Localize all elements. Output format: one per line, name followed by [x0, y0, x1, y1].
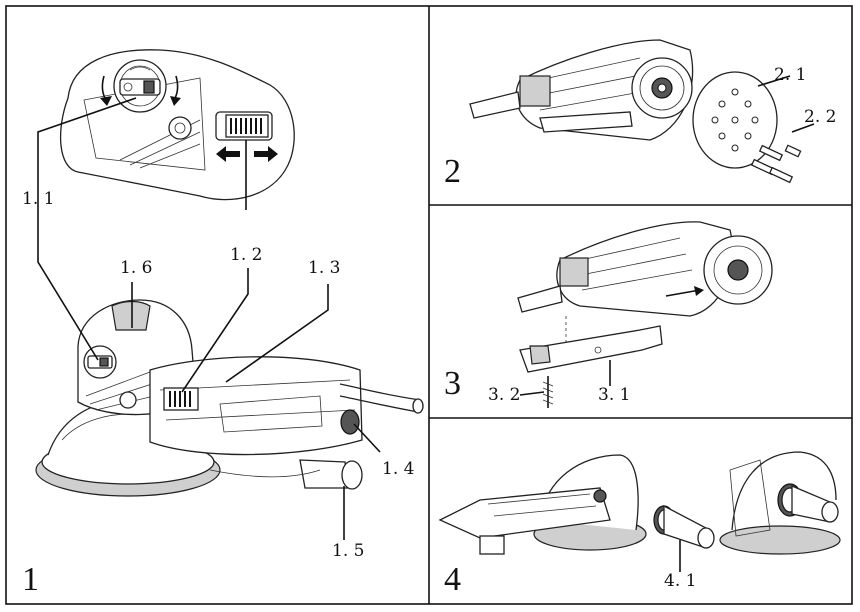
- callout-4-1: 4. 1: [664, 571, 696, 591]
- callout-2-2: 2. 2: [804, 107, 836, 127]
- callout-3-2: 3. 2: [488, 385, 520, 405]
- callout-1-4: 1. 4: [382, 459, 414, 479]
- left-right-arrows-icon: [216, 146, 278, 162]
- callout-3-1: 3. 1: [598, 385, 630, 405]
- side-handle-4-1: [653, 504, 715, 549]
- sander-drawing-2: [469, 39, 694, 141]
- panel-1-leaders: [37, 97, 381, 540]
- panel-number-2: 2: [444, 153, 461, 190]
- spring-screw-3-2: [542, 376, 554, 408]
- sander-drawing-3: [517, 221, 773, 317]
- sander-drawing-4a: [438, 454, 647, 555]
- panel-frames: [5, 5, 853, 605]
- panel-4: 4. 1 4: [438, 451, 841, 598]
- panel-3: 3. 2 3. 1 3: [444, 221, 773, 408]
- panel-number-4: 4: [444, 561, 461, 598]
- callout-1-2: 1. 2: [230, 245, 262, 265]
- sliding-switch-icon: [215, 111, 273, 141]
- callout-2-1: 2. 1: [774, 65, 806, 85]
- switch-detail-inset: [59, 49, 295, 201]
- sander-drawing-4b: [719, 451, 841, 555]
- side-handle-3-1: [519, 316, 663, 373]
- callout-1-1: 1. 1: [22, 189, 54, 209]
- panel-1: 1. 1 1. 2 1. 3 1. 4 1. 5 1. 6 1: [22, 49, 424, 598]
- speed-mode-icon: [123, 80, 155, 94]
- rotation-arrow-icon: [100, 75, 181, 106]
- screw-icon: [750, 144, 802, 184]
- sanding-pad-disc: [692, 71, 778, 169]
- callout-1-3: 1. 3: [308, 258, 340, 278]
- panel-2: 2. 1 2. 2 2: [444, 39, 836, 190]
- callout-1-6: 1. 6: [120, 258, 152, 278]
- panel-number-3: 3: [444, 365, 461, 402]
- eccentric-sander-drawing: [35, 299, 424, 497]
- callout-1-5: 1. 5: [332, 541, 364, 561]
- panel-number-1: 1: [22, 561, 39, 598]
